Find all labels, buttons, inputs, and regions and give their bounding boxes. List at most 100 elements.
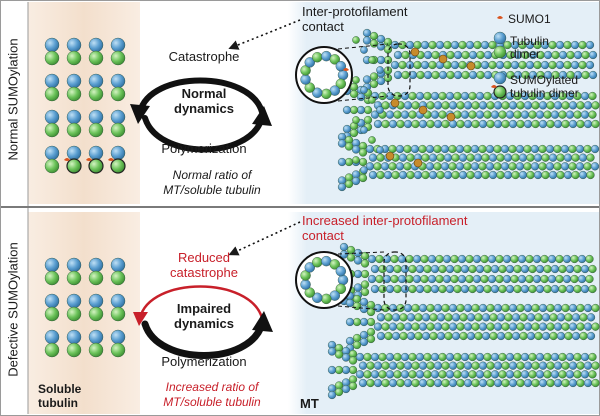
mt-subunit <box>471 303 480 313</box>
mt-subunit <box>487 274 497 284</box>
mt-subunit <box>436 153 445 162</box>
mt-subunit <box>490 370 500 379</box>
mt-subunit <box>468 284 477 294</box>
mt-subunit <box>518 170 528 180</box>
mt-frayed-subunit <box>342 124 352 134</box>
mt-subunit <box>490 352 500 362</box>
mt-frayed-subunit <box>348 356 358 365</box>
mt-subunit <box>488 60 497 70</box>
mt-subunit <box>445 264 455 274</box>
mt-subunit <box>549 331 558 341</box>
mt-subunit <box>586 331 596 341</box>
mt-subunit <box>411 303 420 313</box>
cross-section-subunit <box>329 54 340 65</box>
mt-subunit <box>451 153 460 162</box>
dynamics-label-normal: Normal dynamics <box>174 86 234 116</box>
alpha-tubulin <box>66 145 82 161</box>
mt-subunit <box>468 264 477 274</box>
mt-subunit <box>373 378 383 388</box>
alpha-tubulin <box>88 73 104 89</box>
mt-subunit <box>423 370 432 379</box>
mt-subunit <box>413 170 423 180</box>
mt-frayed-subunit <box>341 365 351 375</box>
mt-subunit <box>476 50 485 60</box>
mt-subunit <box>583 303 593 313</box>
mt-subunit <box>465 254 474 264</box>
mt-subunit <box>505 352 515 362</box>
mt-subunit <box>573 110 582 119</box>
mt-subunit <box>450 254 459 264</box>
polymerization-label-defective: Polymerization <box>161 354 247 369</box>
mt-subunit <box>523 322 533 331</box>
mt-subunit <box>488 40 497 50</box>
mt-subunit <box>553 144 562 154</box>
mt-subunit <box>418 303 428 313</box>
zoom-connector <box>337 251 385 255</box>
mt-subunit <box>418 144 427 154</box>
mt-subunit <box>478 144 487 154</box>
cross-section-subunit <box>300 74 311 85</box>
alpha-tubulin <box>88 37 104 53</box>
mt-subunit <box>535 264 545 274</box>
alpha-tubulin <box>110 145 126 161</box>
soluble-tubulin-background-top <box>28 2 140 204</box>
mt-subunit <box>570 60 580 70</box>
mt-subunit <box>421 153 430 162</box>
mt-subunit <box>426 361 435 370</box>
mt-subunit <box>561 119 570 129</box>
mt-subunit <box>458 60 467 70</box>
legend-sumo-tag-icon <box>491 85 497 88</box>
mt-subunit <box>466 331 476 341</box>
mt-subunit <box>538 162 547 171</box>
mt-subunit <box>540 60 550 70</box>
mt-subunit <box>421 170 430 180</box>
mt-subunit <box>586 153 595 162</box>
mt-subunit <box>533 153 543 162</box>
mt-subunit <box>406 153 415 162</box>
beta-tubulin <box>44 342 60 358</box>
mt-subunit <box>415 284 425 294</box>
mt-subunit <box>414 331 423 341</box>
mt-subunit <box>525 60 535 70</box>
mt-subunit <box>446 70 455 80</box>
mt-subunit <box>445 91 455 101</box>
mt-frayed-subunit <box>369 39 379 48</box>
mt-subunit <box>412 254 422 264</box>
alpha-tubulin <box>110 109 126 125</box>
mt-subunit <box>579 331 588 341</box>
mt-subunit <box>376 170 385 180</box>
mt-subunit <box>538 303 548 313</box>
mt-subunit <box>547 274 557 284</box>
beta-tubulin <box>88 50 104 66</box>
mt-subunit <box>480 274 489 284</box>
mt-subunit <box>508 361 518 370</box>
mt-subunit <box>588 110 597 119</box>
mt-subunit <box>528 264 537 274</box>
mt-subunit <box>444 313 453 322</box>
mt-subunit <box>398 153 408 162</box>
mt-subunit <box>363 352 372 362</box>
mt-subunit <box>396 322 405 331</box>
mt-subunit <box>472 274 482 284</box>
mt-subunit <box>553 119 563 129</box>
mt-subunit <box>418 378 428 388</box>
cross-section-subunit <box>300 65 311 76</box>
mt-frayed-subunit <box>344 179 354 189</box>
mt-subunit <box>426 322 435 331</box>
beta-tubulin <box>66 270 82 286</box>
mt-subunit <box>526 313 536 322</box>
mt-subunit <box>433 361 443 370</box>
mt-subunit <box>483 284 492 294</box>
mt-subunit <box>398 60 407 70</box>
mt-subunit <box>588 352 597 362</box>
mt-subunit <box>505 264 515 274</box>
mt-subunit <box>438 352 447 362</box>
mt-subunit <box>548 153 558 162</box>
mt-frayed-subunit <box>334 387 344 397</box>
mt-subunit <box>576 119 585 129</box>
mt-subunit <box>488 170 498 180</box>
mt-subunit <box>478 322 488 331</box>
mt-subunit <box>370 264 380 274</box>
mt-subunit <box>433 322 443 331</box>
